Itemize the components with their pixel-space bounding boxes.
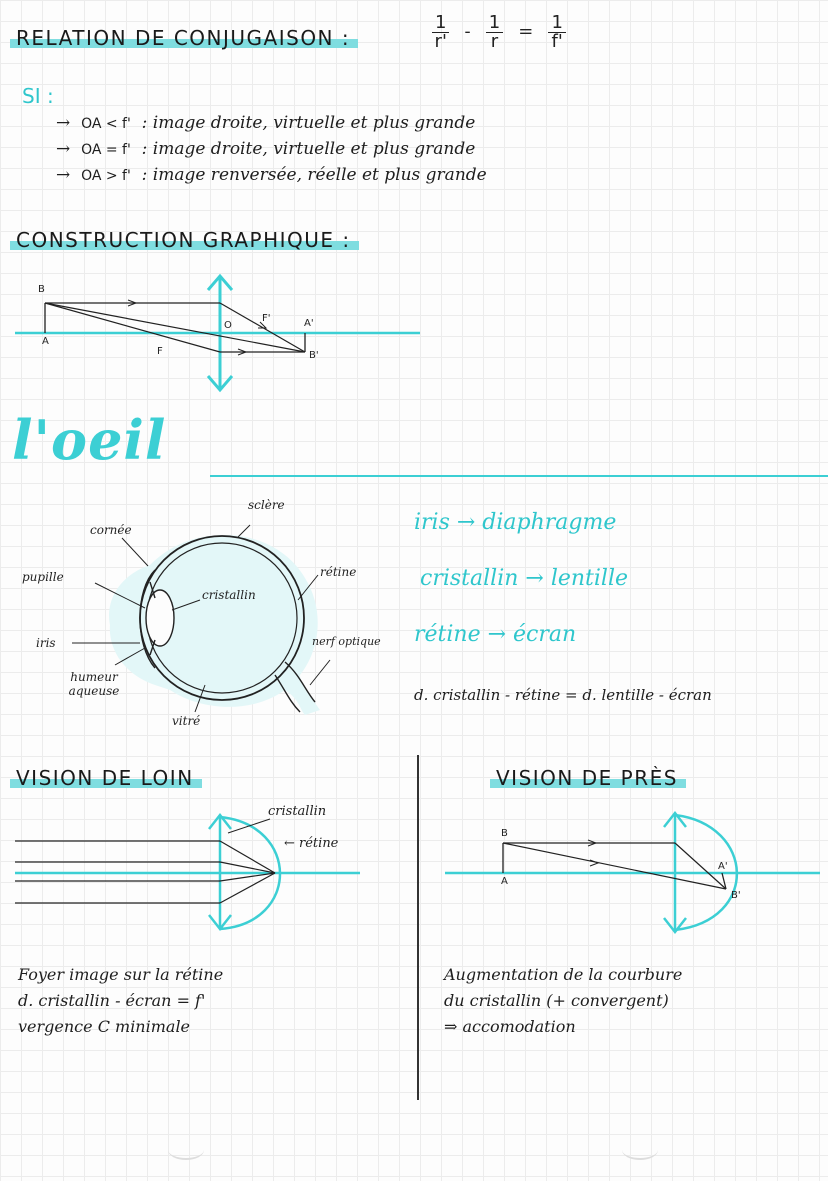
label-humeur: humeur aqueuse xyxy=(68,670,120,698)
label-iris: iris xyxy=(36,636,56,650)
loin-caption-line-1: Foyer image sur la rétine xyxy=(18,965,224,984)
pointer-cornee xyxy=(121,537,149,567)
pres-lens-arrow-bottom xyxy=(663,917,687,935)
pointer-humeur xyxy=(114,647,146,666)
pres-label-Ap: A' xyxy=(718,861,728,872)
iris-lines xyxy=(149,581,156,656)
formula-equals: = xyxy=(518,21,534,42)
label-Fp: F' xyxy=(262,313,271,324)
conditions-lead: SI : xyxy=(22,84,54,108)
pointer-loin-cristallin xyxy=(227,818,271,834)
oeil-underline xyxy=(210,475,828,477)
ray-center xyxy=(44,302,306,353)
pres-label-A: A xyxy=(501,876,508,887)
pointer-cristallin xyxy=(171,599,201,611)
pres-ray-arrow-1 xyxy=(587,839,598,847)
binder-hole-right xyxy=(622,1140,658,1160)
label-pupille: pupille xyxy=(22,570,64,584)
binder-hole-left xyxy=(168,1140,204,1160)
loin-retina-arc xyxy=(219,815,282,931)
pointer-retine xyxy=(297,574,319,601)
ray-arrow-1 xyxy=(127,299,138,307)
condition-3: → OA > f' : image renversée, réelle et p… xyxy=(56,165,487,185)
pres-ray-center xyxy=(502,842,727,890)
cornea xyxy=(139,569,156,669)
pres-label-Bp: B' xyxy=(731,890,741,901)
label-O: O xyxy=(224,320,232,331)
construction-diagram xyxy=(15,273,420,393)
label-cristallin-eye: cristallin xyxy=(202,588,256,602)
loin-lens-arrow-top xyxy=(208,812,232,830)
pres-lens-arrow-top xyxy=(663,810,687,828)
pres-caption-line-3: ⇒ accomodation xyxy=(444,1017,576,1036)
ray-object-focus xyxy=(44,302,221,353)
pointer-nerf xyxy=(309,659,331,686)
loin-conv-4 xyxy=(219,872,276,904)
label-A: A xyxy=(42,336,49,347)
formula-minus: - xyxy=(464,21,471,42)
pres-label-B: B xyxy=(501,828,508,839)
label-F: F xyxy=(157,346,163,357)
vision-pres-caption: Augmentation de la courbure du cristalli… xyxy=(444,962,682,1040)
column-divider xyxy=(417,755,419,1100)
label-Ap: A' xyxy=(304,318,314,329)
eye-diagram xyxy=(72,524,331,715)
loin-label-cristallin: cristallin xyxy=(268,804,327,819)
vision-loin-caption: Foyer image sur la rétine d. cristallin … xyxy=(18,962,223,1040)
pointer-sclere xyxy=(237,524,251,538)
condition-1: → OA < f' : image droite, virtuelle et p… xyxy=(56,113,476,133)
label-cornee: cornée xyxy=(90,523,132,537)
vision-loin-diagram xyxy=(15,812,360,932)
label-vitre: vitré xyxy=(172,714,201,728)
loin-label-retine: ← rétine xyxy=(284,836,339,851)
vision-pres-title: VISION DE PRÈS xyxy=(490,766,686,790)
label-B: B xyxy=(38,284,45,295)
distance-note: d. cristallin - rétine = d. lentille - é… xyxy=(414,686,712,704)
ray-arrow-3 xyxy=(237,348,248,356)
loin-caption-line-2: d. cristallin - écran = f' xyxy=(18,991,206,1010)
pres-image xyxy=(721,872,727,890)
loin-conv-3 xyxy=(219,872,276,882)
ray-arrow-2 xyxy=(258,321,268,329)
loin-conv-1 xyxy=(219,840,276,874)
pres-retina-arc xyxy=(674,813,739,932)
pointer-vitre xyxy=(194,684,206,713)
analogy-retine: rétine → écran xyxy=(414,622,577,647)
lens-arrow-bottom xyxy=(206,375,234,393)
oeil-heading: l'oeil xyxy=(12,408,167,472)
pres-ray-arrow-2 xyxy=(589,859,600,867)
label-Bp: B' xyxy=(309,350,319,361)
lens-arrow-top xyxy=(206,273,234,291)
pointer-pupille xyxy=(94,582,146,609)
eye-halo xyxy=(109,535,321,715)
pres-ray-conv xyxy=(674,842,727,890)
vision-loin-title: VISION DE LOIN xyxy=(10,766,202,790)
vision-pres-diagram xyxy=(445,810,820,935)
construction-title: CONSTRUCTION GRAPHIQUE : xyxy=(10,228,359,252)
pres-caption-line-1: Augmentation de la courbure xyxy=(444,965,683,984)
conditions-list: → OA < f' : image droite, virtuelle et p… xyxy=(56,113,487,191)
condition-2: → OA = f' : image droite, virtuelle et p… xyxy=(56,139,476,159)
loin-conv-2 xyxy=(219,861,276,874)
lens-crystallin xyxy=(145,589,175,647)
pres-caption-line-2: du cristallin (+ convergent) xyxy=(444,991,669,1010)
conjugaison-title: RELATION DE CONJUGAISON : xyxy=(10,26,359,50)
optic-nerve-bottom xyxy=(274,674,301,713)
label-retine-eye: rétine xyxy=(320,565,357,579)
analogy-cristallin: cristallin → lentille xyxy=(420,566,629,591)
optic-nerve-top xyxy=(284,661,316,703)
label-sclere: sclère xyxy=(248,498,285,512)
label-nerf: nerf optique xyxy=(312,635,381,648)
loin-caption-line-3: vergence C minimale xyxy=(18,1017,191,1036)
analogy-iris: iris → diaphragme xyxy=(414,510,617,535)
